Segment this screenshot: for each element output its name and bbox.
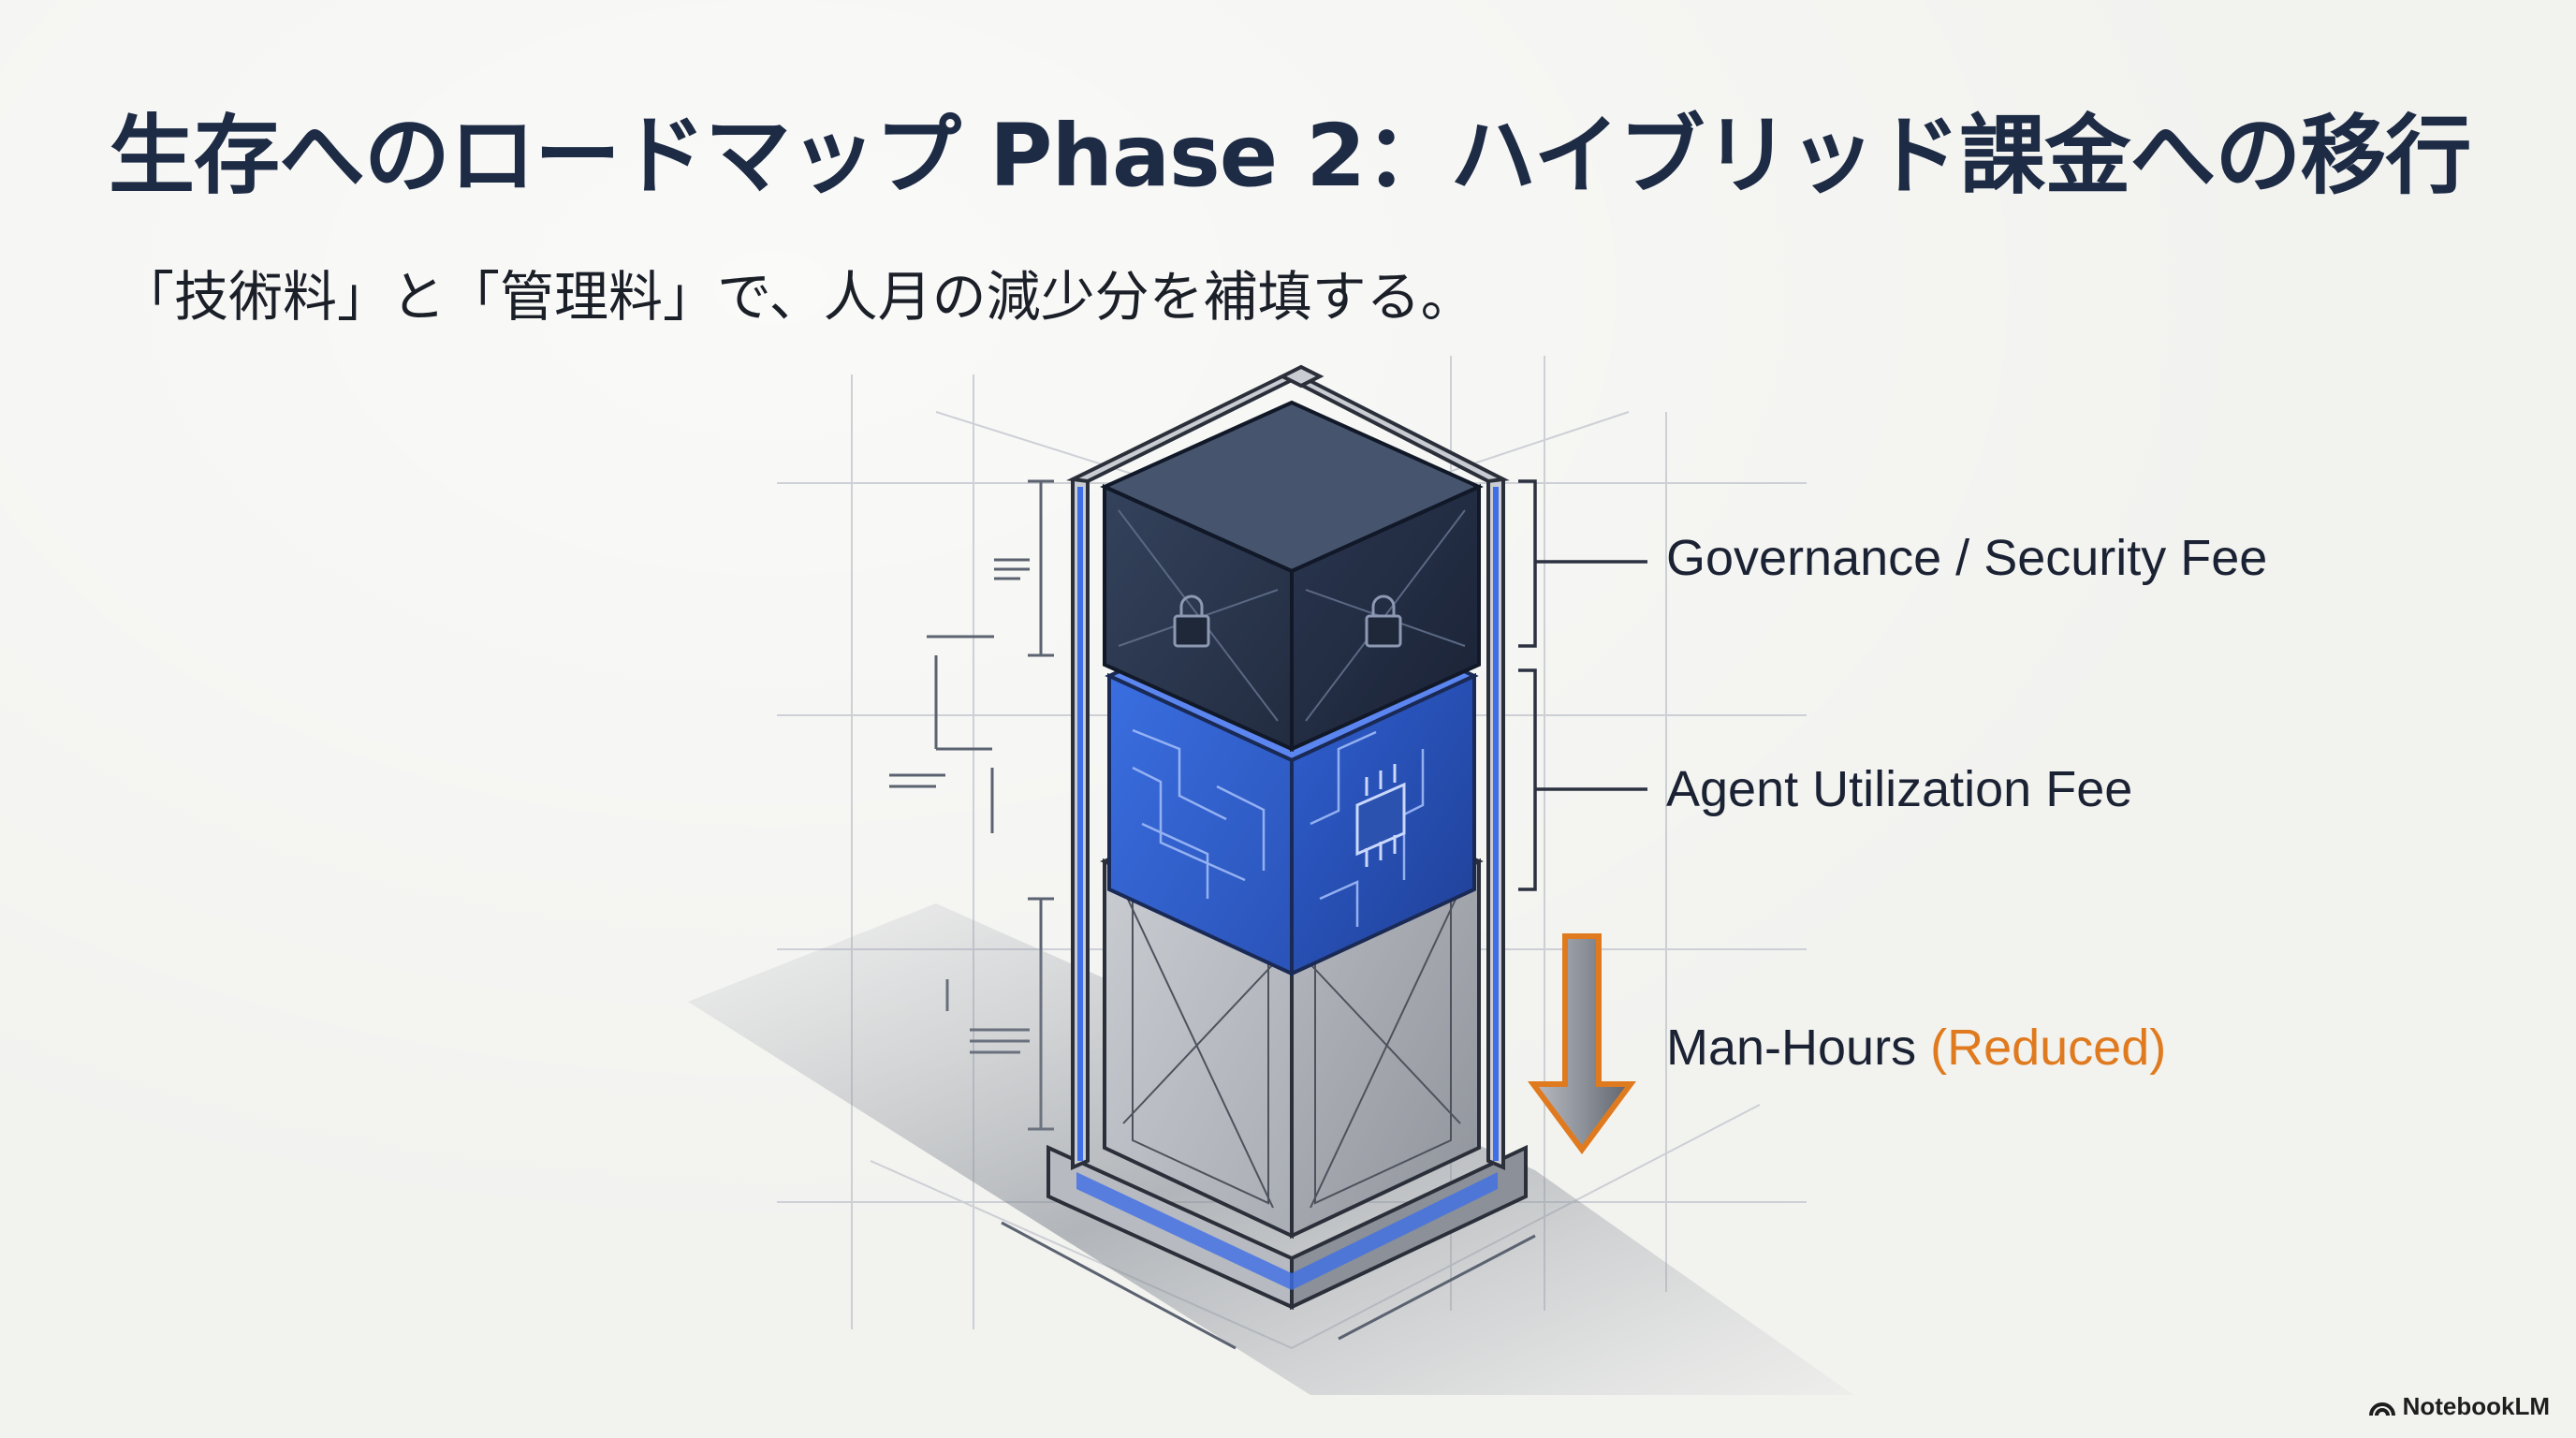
notebooklm-logo-icon	[2368, 1401, 2395, 1416]
page-title: 生存へのロードマップ Phase 2：ハイブリッド課金への移行	[109, 106, 2471, 206]
layer-label-man-hours: Man-Hours (Reduced)	[1666, 1019, 2166, 1077]
down-arrow-icon	[1528, 933, 1636, 1155]
box-governance	[1100, 400, 1484, 753]
base-dimensions	[1001, 1221, 1536, 1350]
layer-label-man-hours-text: Man-Hours	[1666, 1020, 1917, 1076]
brand-name: NotebookLM	[2402, 1392, 2550, 1420]
chip-icon	[1355, 764, 1406, 867]
pallet-base	[1046, 1144, 1528, 1311]
layer-label-governance: Governance / Security Fee	[1666, 530, 2268, 586]
label-brackets	[1518, 479, 1647, 891]
frame-blue-edge	[1077, 487, 1499, 1161]
layer-label-agent: Agent Utilization Fee	[1666, 761, 2133, 817]
notebooklm-watermark: NotebookLM	[2368, 1392, 2550, 1421]
lock-icon	[1173, 594, 1210, 648]
lock-icon	[1365, 594, 1402, 648]
page-subtitle: 「技術料」と「管理料」で、人月の減少分を補填する。	[120, 265, 1475, 329]
reduced-note: (Reduced)	[1930, 1020, 2167, 1076]
